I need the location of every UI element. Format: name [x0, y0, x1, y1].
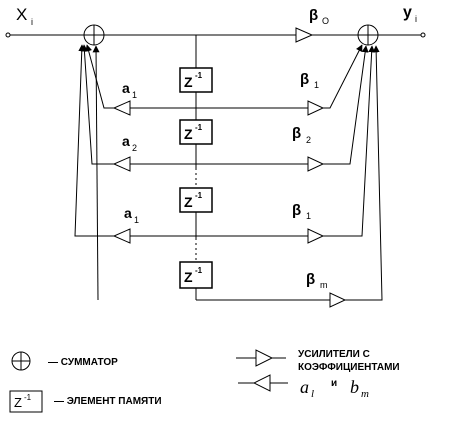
b0-sub: O [322, 16, 329, 26]
legend-summator: — СУММАТОР [11, 351, 118, 371]
input-label: X [16, 5, 27, 24]
amp-b0-triangle [295, 27, 314, 43]
legend-coef-b-sub: m [361, 388, 369, 400]
legend-and: и [331, 378, 337, 389]
amp-a2-triangle [112, 156, 131, 172]
ff-bl [322, 45, 376, 237]
a1-sub: 1 [132, 90, 137, 100]
delay-box-1-exp: -1 [195, 71, 203, 80]
memory-icon [9, 390, 43, 413]
amp-forward-icon [255, 349, 274, 367]
legend-memory-text: — ЭЛЕМЕНТ ПАМЯТИ [54, 396, 162, 407]
delay-box-2-exp: -1 [195, 123, 203, 132]
delay-box-4-exp: -1 [195, 266, 203, 275]
delay-box-1-z: Z [184, 74, 193, 90]
output-terminal [420, 32, 426, 38]
ff-b2 [322, 45, 369, 165]
legend-memory: Z -1 — ЭЛЕМЕНТ ПАМЯТИ [9, 390, 162, 413]
input-sub: i [31, 17, 33, 27]
amp-bm-triangle [329, 292, 347, 308]
b0-label: β [309, 7, 318, 24]
amp-b2-triangle [307, 156, 325, 172]
a1-label: a [122, 80, 130, 96]
legend-coef-b: b [350, 377, 359, 397]
feedback-edge-left [92, 45, 100, 301]
ff-bm [344, 45, 383, 301]
b2-label: β [292, 125, 301, 142]
feedback-a2 [80, 44, 114, 165]
legend: — СУММАТОР Z -1 — ЭЛЕМЕНТ ПАМЯТИ УСИЛИТЕ… [9, 349, 400, 413]
feedback-a1 [85, 44, 114, 109]
legend-coef-a-sub: l [311, 388, 314, 400]
amp-al-triangle [112, 228, 131, 244]
bm-label: β [306, 271, 315, 288]
b2-sub: 2 [306, 135, 311, 145]
amp-backward-icon [252, 374, 271, 392]
delay-box-2: Z -1 [179, 119, 213, 145]
a2-sub: 2 [132, 143, 137, 153]
bl-label: β [292, 202, 301, 219]
delay-box-3-z: Z [184, 194, 193, 210]
ff-b1 [322, 44, 363, 109]
delay-box-1: Z -1 [179, 67, 213, 93]
legend-memory-z: Z [14, 395, 22, 410]
delay-box-4: Z -1 [179, 261, 213, 289]
legend-memory-exp: -1 [24, 393, 32, 402]
amp-bl-triangle [307, 228, 325, 244]
amp-b1-triangle [307, 100, 325, 116]
output-sub: i [415, 14, 417, 24]
delay-box-3-exp: -1 [195, 191, 203, 200]
legend-summator-text: — СУММАТОР [48, 357, 118, 368]
legend-amplifiers-line2: КОЭФФИЦИЕНТАМИ [298, 362, 400, 373]
b1-label: β [300, 71, 309, 88]
delay-box-2-z: Z [184, 126, 193, 142]
al-sub: 1 [134, 215, 139, 225]
legend-amplifiers-line1: УСИЛИТЕЛИ С [298, 349, 370, 360]
delay-box-3: Z -1 [179, 187, 213, 213]
delay-box-4-z: Z [184, 269, 193, 285]
legend-coef-a: a [300, 377, 309, 397]
al-label: a [124, 205, 132, 221]
output-label: y [403, 4, 412, 21]
bl-sub: 1 [306, 211, 311, 221]
b1-sub: 1 [314, 80, 319, 90]
amp-a1-triangle [112, 100, 131, 116]
legend-amplifiers: УСИЛИТЕЛИ С КОЭФФИЦИЕНТАМИ a l и b m [236, 349, 400, 400]
a2-label: a [122, 133, 130, 149]
bm-sub: m [320, 280, 328, 290]
feedback-al [74, 44, 114, 237]
input-terminal [5, 32, 11, 38]
